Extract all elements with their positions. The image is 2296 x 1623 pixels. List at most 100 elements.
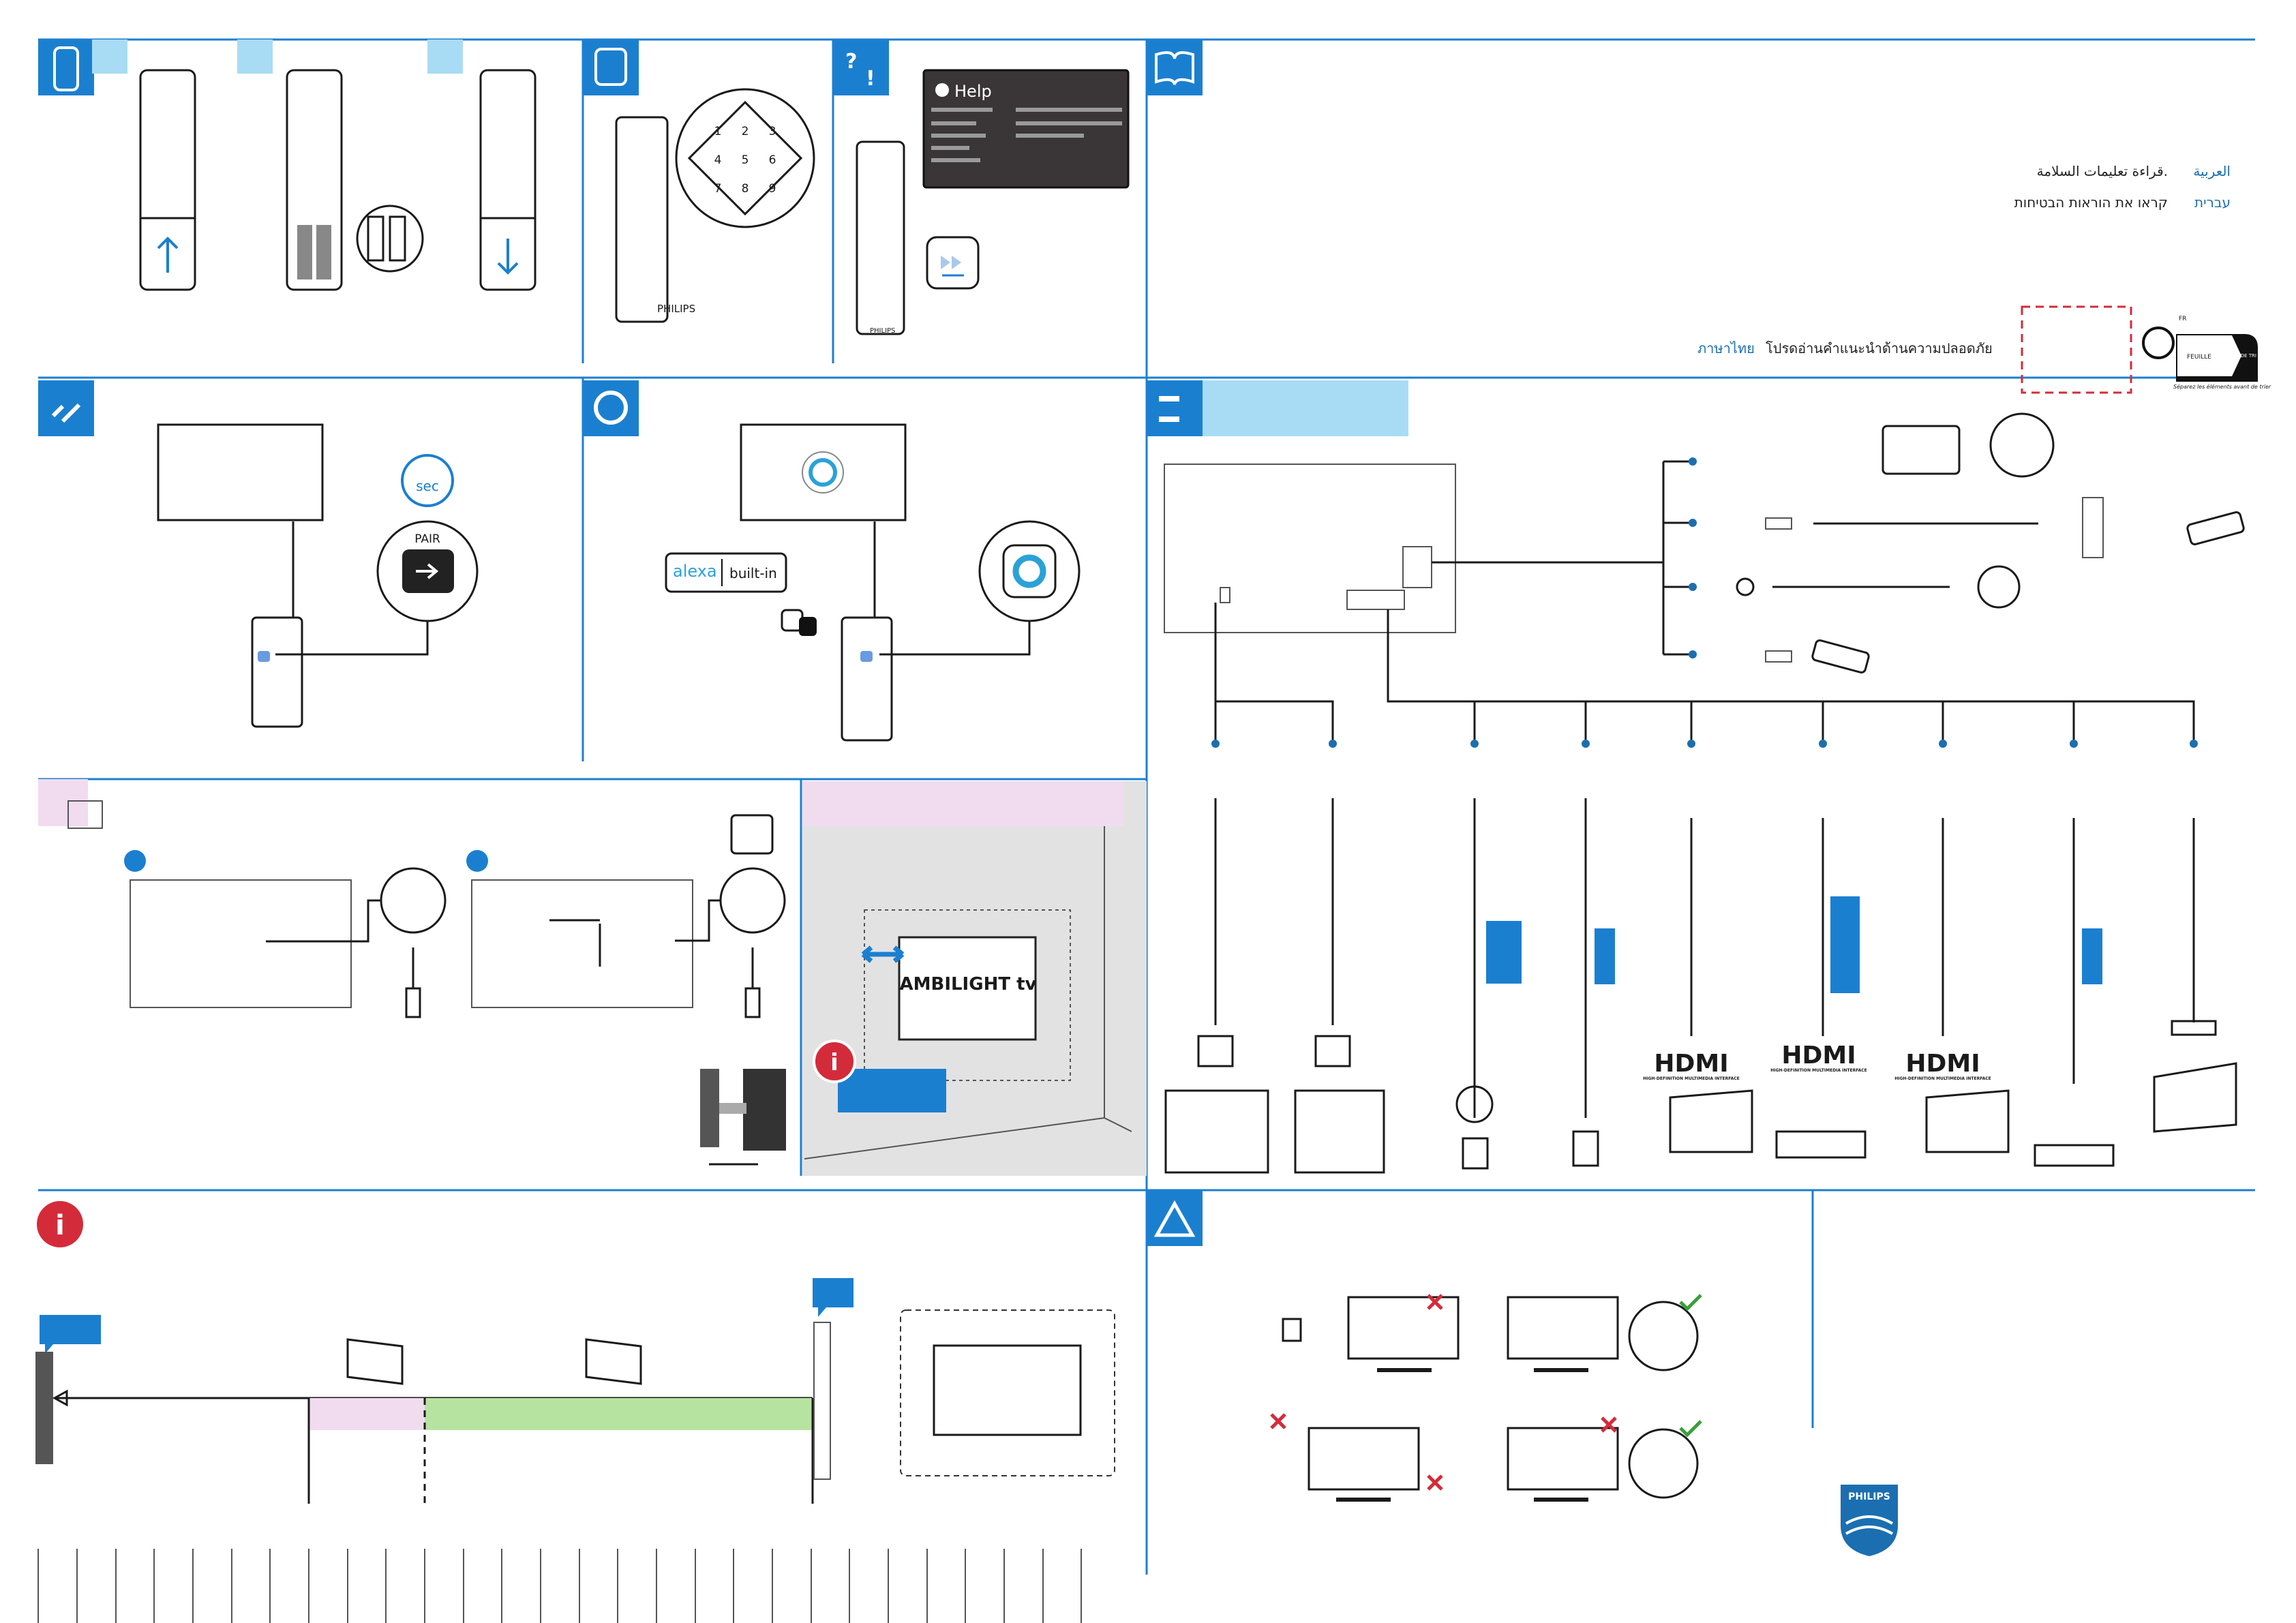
wall: [35, 1352, 53, 1464]
svg-text:i: i: [830, 1049, 839, 1076]
svg-text:1: 1: [714, 125, 722, 138]
alexa-button-circle: [978, 520, 1081, 622]
svg-text:HDMI: HDMI: [1654, 1050, 1728, 1078]
svg-text:7: 7: [714, 182, 722, 196]
tv-back-illustration: [471, 879, 693, 1008]
care-illustrations: [1282, 1296, 1699, 1502]
pair-button-circle: [376, 520, 479, 622]
svg-text:!: !: [866, 67, 875, 91]
laptop-icon: [1669, 1089, 1753, 1153]
remote-illustration: [856, 140, 905, 335]
battery-detail-circle: [356, 204, 424, 273]
recycle-icon: [2142, 327, 2175, 359]
hdmi-logos: HDMI HIGH-DEFINITION MULTIMEDIA INTERFAC…: [1643, 1042, 1991, 1081]
svg-text:BAC DE TRI: BAC DE TRI: [2229, 353, 2256, 359]
svg-text:2: 2: [742, 125, 749, 138]
headphones-icon: [1977, 565, 2021, 609]
power-socket-icon: [1197, 1035, 1234, 1067]
screw-depth-detail: [700, 1069, 786, 1166]
svg-text:9: 9: [769, 182, 776, 196]
av-receiver-icon: [2034, 1144, 2115, 1167]
tv-illustration: [157, 423, 324, 521]
svg-text:HIGH-DEFINITION MULTIMEDIA INT: HIGH-DEFINITION MULTIMEDIA INTERFACE: [1643, 1076, 1740, 1081]
pairing-section: sec PAIR: [38, 380, 479, 728]
screw-detail-circle: [719, 867, 786, 934]
alexa-icon: [583, 380, 639, 436]
remote-illustration: [615, 116, 669, 323]
svg-text:Séparez les éléments avant de: Séparez les éléments avant de trier: [2173, 383, 2271, 390]
svg-text:קראו את הוראות הבטיחות: קראו את הוראות הבטיחות: [2014, 194, 2168, 211]
svg-text:FEUILLE: FEUILLE: [2187, 354, 2211, 361]
remote-back-close: [479, 69, 537, 291]
usb-drive: [1765, 511, 2245, 673]
timer-label: sec: [416, 478, 439, 494]
svg-text:8: 8: [742, 182, 749, 196]
power-socket-icon: [1314, 1035, 1351, 1067]
remote-in-hand: [251, 616, 303, 728]
step-2-marker: [466, 850, 488, 872]
remote-in-hand: [841, 616, 893, 742]
prohibited-marks: [1270, 1294, 1617, 1491]
av-receiver-icon: [1775, 1130, 1867, 1159]
alexa-built-in-badge: [665, 552, 787, 593]
usb-cable: [1765, 497, 2104, 558]
step-1-marker: [124, 850, 146, 872]
wall-bracket-icon: [730, 814, 774, 855]
power-plug-icon: [1282, 1318, 1302, 1342]
svg-text:ภาษาไทย: ภาษาไทย: [1697, 340, 1755, 357]
screwdriver-icon: [744, 947, 761, 1018]
svg-text:PHILIPS: PHILIPS: [870, 327, 895, 335]
info-icon: [37, 1201, 83, 1247]
svg-text:6: 6: [769, 153, 776, 167]
safety-section: العربية قراءة تعليمات السلامة. עברית קרא…: [1147, 40, 2271, 394]
link-icon: [38, 380, 94, 436]
triman-recycle-logo: FR FEUILLE BAC DE TRI Séparez les élémen…: [2142, 316, 2271, 390]
svg-text:5: 5: [742, 153, 749, 167]
connections-section: HDMI HIGH-DEFINITION MULTIMEDIA INTERFAC…: [1147, 380, 2245, 1174]
svg-text:?: ?: [845, 50, 857, 74]
speech-bubbles-icon: [781, 609, 817, 636]
tv-side-view: [813, 1322, 831, 1480]
remote-batteries: [286, 69, 424, 291]
satellite-dish-icon: [1455, 1085, 1494, 1123]
speech-bubble-icon: [40, 1315, 101, 1354]
svg-text:العربية: العربية: [2193, 163, 2231, 179]
svg-text:โปรดอ่านคำแนะนำด้านความปลอดภัย: โปรดอ่านคำแนะนำด้านความปลอดภัย: [1766, 340, 1993, 357]
tv-wifi-icon: [2153, 1062, 2237, 1133]
laptop-icon: [1925, 1089, 2010, 1153]
help-screen-title: Help: [954, 82, 992, 101]
screwdriver-icon: [405, 947, 421, 1018]
wall-mounted-tv-icon: [346, 1338, 404, 1385]
stand-tv-icon: [585, 1338, 642, 1385]
wall-mount-section: [38, 779, 786, 1166]
svg-text:i: i: [55, 1210, 65, 1241]
ventilation-clearance-box: [900, 1309, 1115, 1476]
timer-icon: [401, 454, 454, 507]
ruler-ticks: [37, 1549, 1082, 1623]
step-marker: [237, 40, 273, 74]
dashed-placeholder-box: [2021, 305, 2132, 394]
svg-text:4: 4: [714, 153, 722, 167]
help-question-icon: [935, 83, 949, 97]
pair-label: PAIR: [414, 532, 440, 546]
router-icon: [2171, 1020, 2217, 1036]
remote-battery-section: [38, 40, 537, 291]
remote-back-open: [139, 69, 196, 291]
philips-logo: PHILIPS: [1841, 1485, 1898, 1556]
distance-arrow-icon: [861, 945, 905, 963]
connector-icon: [1147, 380, 1203, 436]
arrow-up-icon: [157, 237, 179, 273]
ci-card-slot: [1882, 412, 2055, 478]
headphone-cable: [1736, 565, 2021, 609]
antenna-socket-icon: [1572, 1130, 1599, 1167]
svg-text:PHILIPS: PHILIPS: [1848, 1491, 1890, 1502]
warnings-section: [1147, 1190, 1702, 1502]
ambilight-label: AMBILIGHT tv: [900, 974, 1037, 995]
svg-text:HIGH-DEFINITION MULTIMEDIA INT: HIGH-DEFINITION MULTIMEDIA INTERFACE: [1770, 1068, 1867, 1073]
screw-detail-circle: [380, 867, 447, 934]
remote-brand: PHILIPS: [657, 303, 695, 315]
step-marker: [92, 40, 127, 74]
svg-text:قراءة تعليمات السلامة.: قراءة تعليمات السلامة.: [2037, 163, 2168, 179]
